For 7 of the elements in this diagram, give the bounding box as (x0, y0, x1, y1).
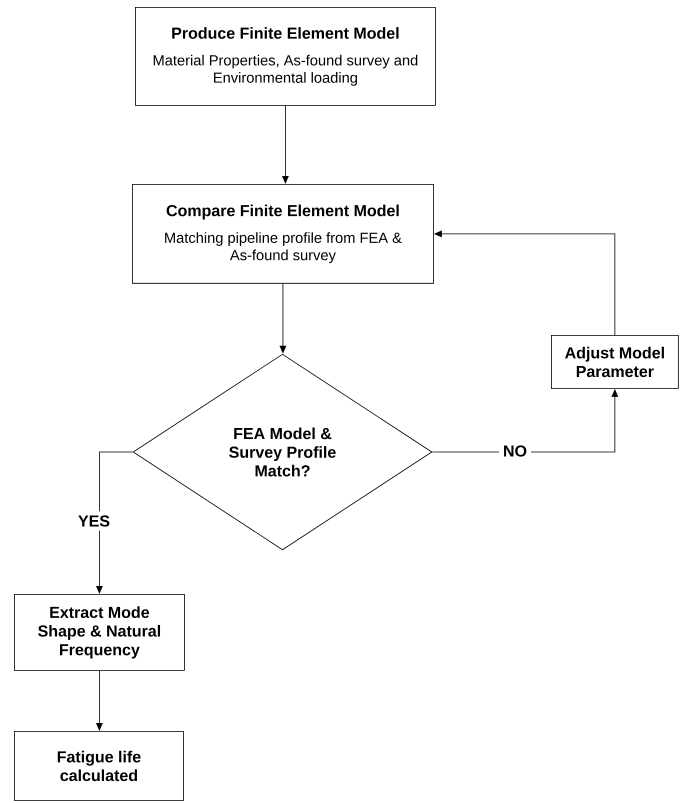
process-box: Produce Finite Element Model Material Properties, As-found survey and Environmental loading (135, 7, 436, 106)
process-box: Fatigue life calculated (14, 731, 184, 801)
process-box: Extract Mode Shape & Natural Frequency (14, 594, 185, 671)
edge-label: YES (74, 511, 114, 531)
edge-label: NO (499, 441, 531, 461)
process-box: Compare Finite Element Model Matching pipeline profile from FEA & As-found survey (132, 184, 434, 284)
process-box: Adjust Model Parameter (551, 335, 679, 389)
